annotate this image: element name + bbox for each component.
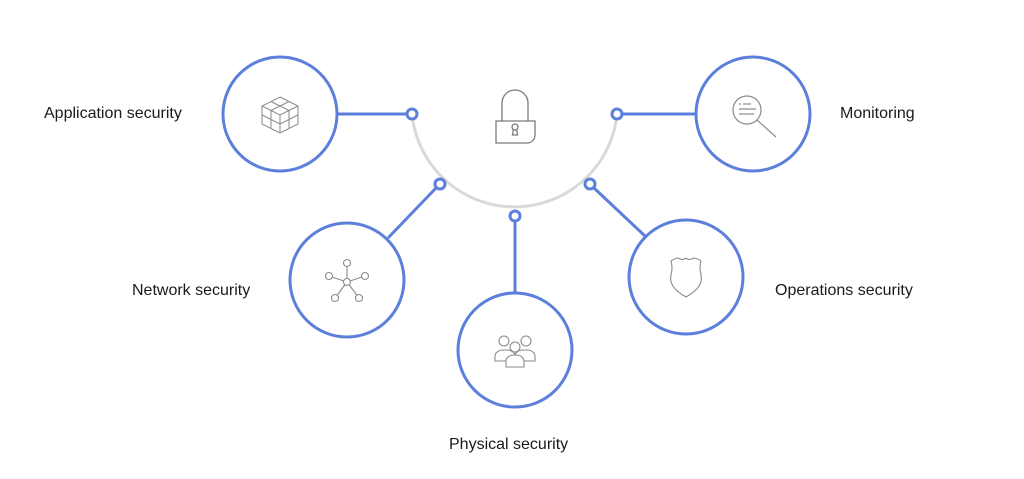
network-security-label: Network security [132,282,251,299]
physical-security-label: Physical security [449,436,569,453]
node-dot-physical [508,209,522,223]
magnifier-icon [732,95,777,138]
cubes-icon [261,96,299,134]
application-security-circle [221,55,339,173]
connector-network [386,186,438,240]
people-icon [494,335,536,368]
network-icon [324,258,370,303]
node-dot-monitoring [610,107,624,121]
shield-icon [670,257,702,298]
node-dot-network [433,177,447,191]
lock-icon [495,89,536,144]
connector-operations [592,186,647,238]
central-arc [410,113,619,209]
operations-security-label: Operations security [775,282,913,299]
node-dot-application [405,107,419,121]
monitoring-label: Monitoring [840,105,915,122]
node-dot-operations [583,177,597,191]
application-security-label: Application security [44,105,182,122]
operations-security-circle [627,218,745,336]
